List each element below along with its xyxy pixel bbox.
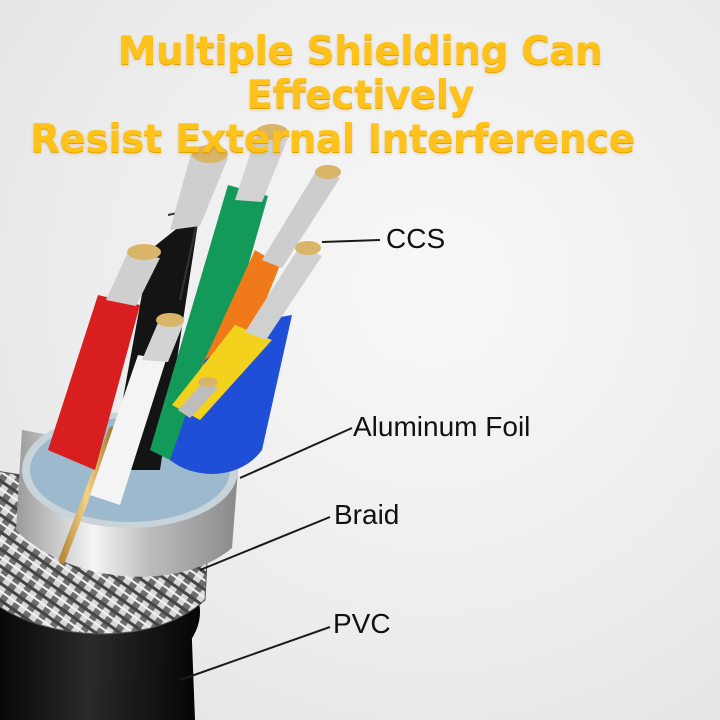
bare-strand-conductor: [178, 377, 218, 418]
wire-white: [90, 313, 184, 505]
headline-line-2: Resist External Interference: [30, 117, 635, 162]
drain-wire: [58, 426, 116, 564]
leader-line-pvc: [179, 626, 331, 681]
wire-red: [48, 244, 161, 470]
headline-line-1: Multiple Shielding Can Effectively: [117, 29, 603, 118]
leader-line-ccs: [321, 239, 381, 243]
headline: Multiple Shielding Can Effectively Resis…: [0, 30, 720, 162]
wire-blue: [170, 315, 292, 474]
label-pvc: PVC: [333, 608, 391, 639]
leader-line-braid: [199, 516, 331, 571]
label-braid: Braid: [334, 499, 400, 530]
leader-line-aluminum-foil: [239, 427, 353, 479]
leader-lines: [179, 239, 381, 681]
label-aluminum-foil: Aluminum Foil: [353, 411, 531, 442]
label-ccs: CCS: [386, 223, 446, 254]
